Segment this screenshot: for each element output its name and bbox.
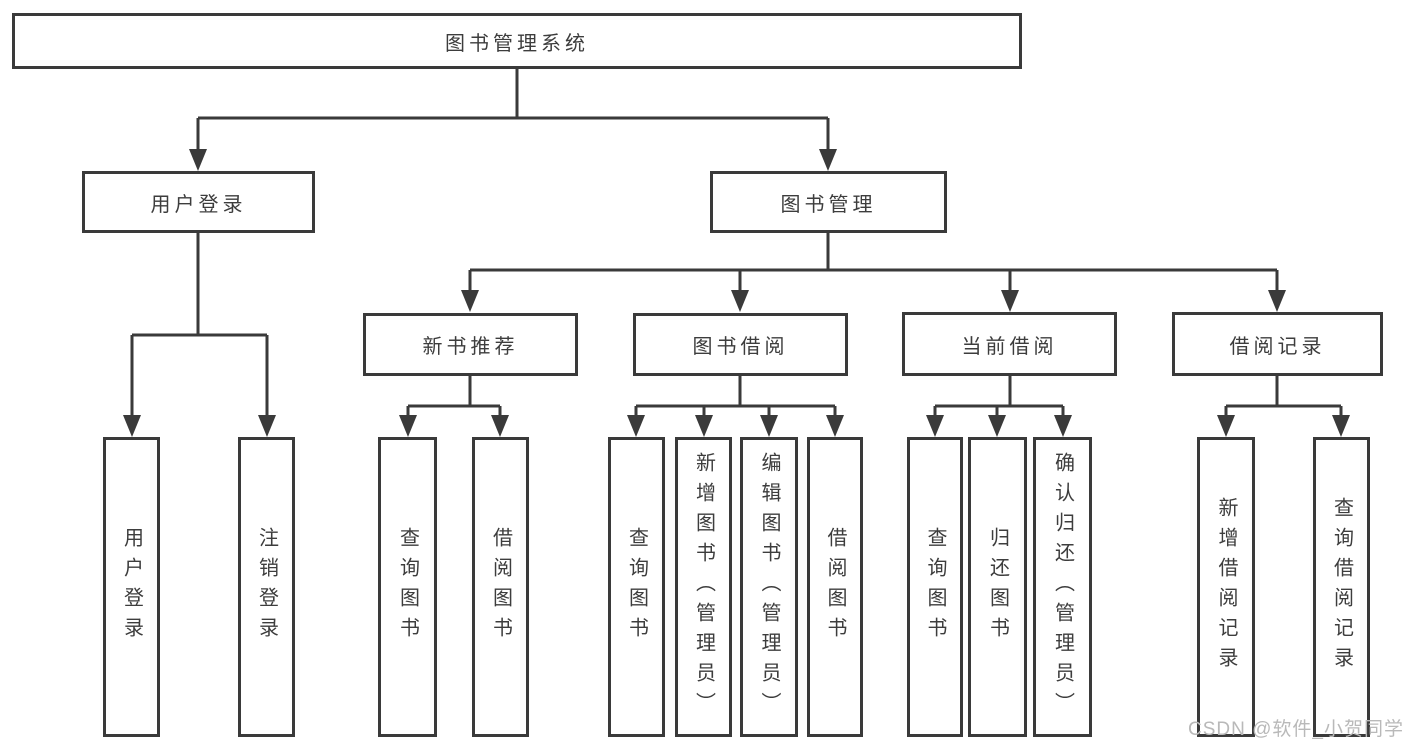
leaf-user-login: 用户登录: [103, 437, 160, 737]
leaf-confirm-return-admin: 确认归还（管理员）: [1033, 437, 1092, 737]
node-user-login: 用户登录: [82, 171, 315, 233]
node-book-borrow-label: 图书借阅: [692, 336, 789, 358]
arrowhead: [258, 415, 276, 437]
leaf-logout: 注销登录: [238, 437, 295, 737]
leaf-edit-book-admin-label: 编辑图书（管理员）: [758, 452, 780, 722]
arrowhead: [695, 415, 713, 437]
node-root-label: 图书管理系统: [445, 32, 589, 55]
node-root: 图书管理系统: [12, 13, 1022, 69]
edge-currentborrow-children: [933, 376, 1065, 418]
leaf-add-book-admin-label: 新增图书（管理员）: [692, 452, 715, 722]
leaf-add-borrow-record: 新增借阅记录: [1197, 437, 1255, 737]
arrowhead: [491, 415, 509, 437]
leaf-query-borrow-record-label: 查询借阅记录: [1330, 497, 1353, 677]
node-new-book-recommend-label: 新书推荐: [422, 336, 519, 358]
leaf-edit-book-admin: 编辑图书（管理员）: [740, 437, 798, 737]
arrowhead: [1332, 415, 1350, 437]
arrowhead: [731, 290, 749, 312]
leaf-return-book-label: 归还图书: [986, 527, 1009, 647]
edge-bookmgmt-children: [468, 233, 1279, 293]
edge-borrowrecord-children: [1224, 376, 1343, 418]
node-book-borrow: 图书借阅: [633, 313, 848, 376]
leaf-query-book-recommend: 查询图书: [378, 437, 437, 737]
arrowhead: [1268, 290, 1286, 312]
leaf-user-login-label: 用户登录: [120, 527, 143, 647]
edge-bookborrow-children: [634, 376, 837, 418]
arrowhead: [760, 415, 778, 437]
node-new-book-recommend: 新书推荐: [363, 313, 578, 376]
arrowhead: [1054, 415, 1072, 437]
csdn-watermark: CSDN @软件_小贺同学: [1188, 719, 1404, 740]
arrowhead: [826, 415, 844, 437]
arrowhead: [627, 415, 645, 437]
leaf-logout-label: 注销登录: [255, 527, 278, 647]
arrowhead: [1217, 415, 1235, 437]
leaf-borrow-book-recommend: 借阅图书: [472, 437, 529, 737]
node-current-borrow: 当前借阅: [902, 312, 1117, 376]
edge-root-level2: [196, 69, 830, 152]
leaf-query-book-current-label: 查询图书: [924, 527, 946, 647]
edge-newbook-children: [406, 376, 502, 418]
arrowhead: [189, 149, 207, 171]
leaf-query-book-current: 查询图书: [907, 437, 963, 737]
leaf-borrow-book: 借阅图书: [807, 437, 863, 737]
edge-userlogin-children: [130, 233, 269, 418]
node-current-borrow-label: 当前借阅: [961, 335, 1058, 358]
leaf-confirm-return-admin-label: 确认归还（管理员）: [1051, 452, 1074, 722]
arrowhead: [1001, 290, 1019, 312]
arrowhead: [399, 415, 417, 437]
node-borrow-record: 借阅记录: [1172, 312, 1383, 376]
node-borrow-record-label: 借阅记录: [1229, 335, 1326, 358]
arrowhead: [123, 415, 141, 437]
leaf-add-borrow-record-label: 新增借阅记录: [1215, 497, 1237, 677]
arrowheads: [123, 149, 1350, 437]
node-user-login-label: 用户登录: [150, 193, 247, 216]
leaf-borrow-book-label: 借阅图书: [824, 527, 846, 647]
leaf-return-book: 归还图书: [968, 437, 1027, 737]
leaf-borrow-book-recommend-label: 借阅图书: [489, 527, 512, 647]
leaf-query-book-borrow-label: 查询图书: [625, 527, 648, 647]
arrowhead: [926, 415, 944, 437]
arrowhead: [819, 149, 837, 171]
node-book-management-label: 图书管理: [780, 193, 877, 216]
tree-edges: [130, 69, 1343, 418]
leaf-query-book-recommend-label: 查询图书: [396, 527, 419, 647]
leaf-query-book-borrow: 查询图书: [608, 437, 665, 737]
leaf-query-borrow-record: 查询借阅记录: [1313, 437, 1370, 737]
arrowhead: [988, 415, 1006, 437]
arrowhead: [461, 290, 479, 312]
node-book-management: 图书管理: [710, 171, 947, 233]
leaf-add-book-admin: 新增图书（管理员）: [675, 437, 732, 737]
